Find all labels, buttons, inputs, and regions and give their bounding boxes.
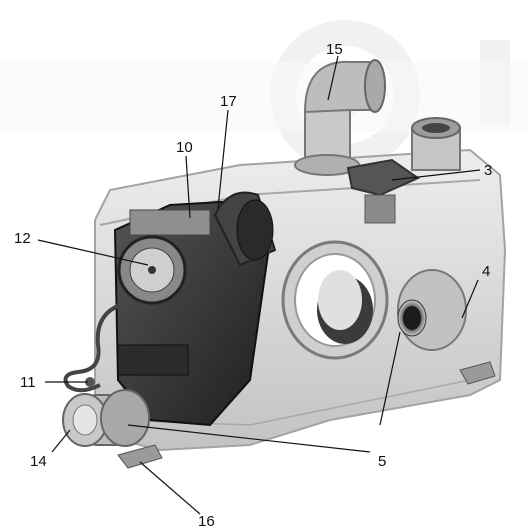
leader-4 [461,279,479,319]
leader-10 [185,155,191,219]
callout-3: 3 [484,162,492,179]
leader-12 [37,239,149,266]
motor-assembly [113,191,277,427]
power-cable [63,303,121,393]
callout-10: 10 [176,139,193,156]
leader-5a [379,331,401,426]
leader-3 [391,169,481,181]
callout-17: 17 [220,93,237,110]
leader-17 [217,109,229,209]
callout-12: 12 [14,230,31,247]
callout-11: 11 [20,374,36,391]
callout-14: 14 [30,453,47,470]
callout-5: 5 [378,453,386,470]
callout-15: 15 [326,41,343,58]
leader-14 [51,429,71,453]
leader-lines [37,55,481,515]
leader-5b [127,424,371,453]
central-chamber-ring [281,240,389,360]
leader-15 [327,55,339,101]
side-outlet-port-right [397,269,467,351]
vent-elbow [294,59,386,176]
mounting-feet [117,361,496,469]
callout-16: 16 [198,513,215,528]
leader-16 [139,461,201,515]
callout-labels: 15 17 10 3 12 4 11 5 14 16 [14,41,492,528]
front-outlet-connector [62,389,150,447]
callout-4: 4 [482,263,490,280]
service-cover [346,158,421,224]
top-inlet-connector [411,117,461,171]
